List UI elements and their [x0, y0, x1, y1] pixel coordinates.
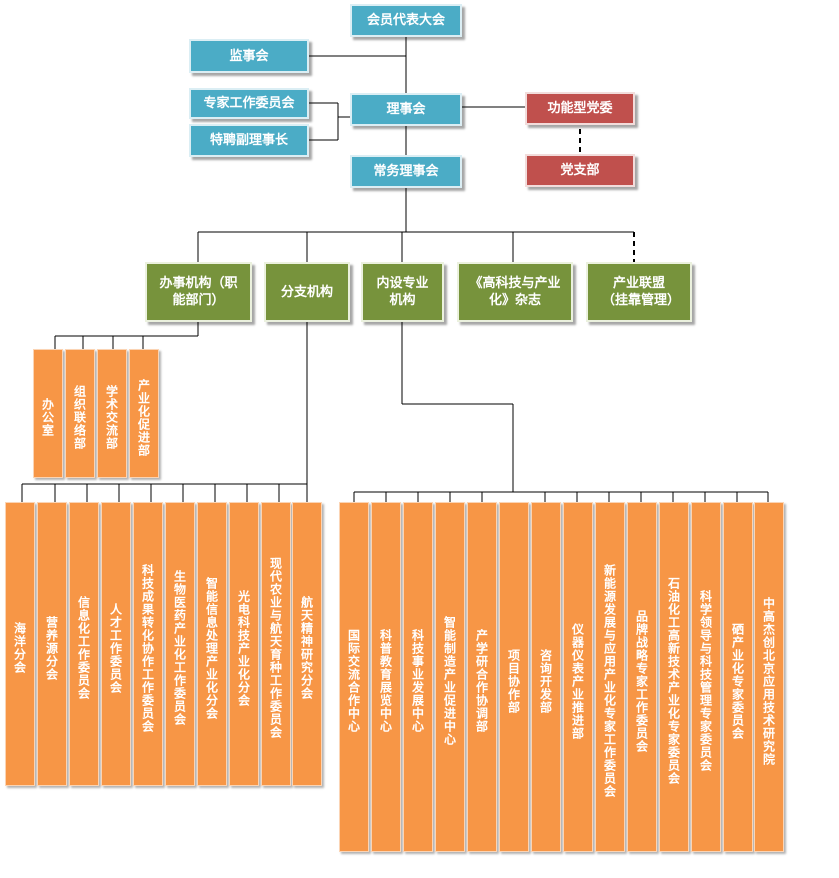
internal-unit-label: 新能源发展与应用产业化专家工作委员会 — [602, 564, 617, 798]
internal-unit-box: 中高杰创北京应用技术研究院 — [754, 502, 784, 852]
branch-unit-box: 现代农业与航天育种工作委员会 — [261, 502, 291, 786]
admin-dept-label: 学术交流部 — [104, 385, 119, 450]
admin-category-box: 办事机构（职能部门） — [145, 262, 252, 322]
internal-unit-box: 项目协作部 — [499, 502, 529, 852]
council-box: 理事会 — [350, 93, 462, 126]
branch-unit-label: 人才工作委员会 — [108, 602, 123, 694]
supervisors-box: 监事会 — [189, 39, 309, 73]
branch-unit-label: 光电科技产业化分会 — [236, 589, 251, 707]
branch-unit-label: 航天精神研究分会 — [299, 596, 314, 700]
internal-unit-box: 国际交流合作中心 — [339, 502, 369, 852]
vice-chair-label: 特聘副理事长 — [209, 133, 288, 148]
admin-dept-label: 产业化促进部 — [136, 378, 151, 457]
expert-committee-box: 专家工作委员会 — [189, 88, 309, 119]
branch-unit-label: 信息化工作委员会 — [76, 596, 91, 700]
branch-unit-box: 海洋分会 — [5, 502, 35, 786]
internal-category-box: 内设专业机构 — [361, 262, 444, 322]
party-committee-box: 功能型党委 — [525, 92, 635, 125]
alliance-category-box: 产业联盟（挂靠管理） — [586, 262, 692, 322]
admin-dept-box: 学术交流部 — [97, 349, 127, 478]
branches-category-label: 分支机构 — [280, 284, 333, 300]
branch-unit-label: 智能信息处理产业化分会 — [204, 576, 219, 720]
internal-unit-label: 中高杰创北京应用技术研究院 — [761, 596, 776, 766]
branch-unit-box: 智能信息处理产业化分会 — [197, 502, 227, 786]
admin-category-label: 办事机构（职能部门） — [159, 276, 238, 308]
internal-unit-box: 仪器仪表产业推进部 — [563, 502, 593, 852]
internal-unit-label: 科技事业发展中心 — [410, 629, 425, 733]
branch-unit-box: 营养源分会 — [37, 502, 67, 786]
internal-unit-box: 智能制造产业促进中心 — [435, 502, 465, 852]
branch-unit-box: 人才工作委员会 — [101, 502, 131, 786]
admin-dept-label: 组织联络部 — [72, 385, 87, 450]
standing-council-label: 常务理事会 — [373, 164, 439, 179]
internal-unit-box: 硒产业化专家委员会 — [723, 502, 753, 852]
internal-unit-label: 硒产业化专家委员会 — [730, 622, 745, 740]
branch-unit-label: 营养源分会 — [44, 615, 59, 681]
internal-unit-label: 科学领导与科技管理专家委员会 — [698, 590, 713, 772]
branch-unit-label: 生物医药产业化工作委员会 — [172, 570, 187, 726]
internal-unit-box: 石油化工高新技术产业化专家委员会 — [659, 502, 689, 852]
internal-unit-label: 品牌战略专家工作委员会 — [634, 609, 649, 753]
internal-unit-label: 产学研合作协调部 — [474, 629, 489, 733]
internal-unit-box: 科普教育展览中心 — [371, 502, 401, 852]
internal-unit-box: 科技事业发展中心 — [403, 502, 433, 852]
internal-unit-label: 仪器仪表产业推进部 — [570, 622, 585, 740]
internal-unit-box: 新能源发展与应用产业化专家工作委员会 — [595, 502, 625, 852]
alliance-category-label: 产业联盟（挂靠管理） — [602, 276, 681, 308]
admin-dept-label: 办公室 — [40, 398, 55, 437]
admin-dept-box: 产业化促进部 — [129, 349, 159, 478]
admin-dept-box: 办公室 — [33, 349, 63, 478]
branch-unit-box: 科技成果转化协作工作委员会 — [133, 502, 163, 786]
admin-dept-box: 组织联络部 — [65, 349, 95, 478]
internal-unit-label: 智能制造产业促进中心 — [442, 616, 457, 746]
congress-box: 会员代表大会 — [350, 4, 462, 37]
internal-unit-label: 石油化工高新技术产业化专家委员会 — [666, 577, 681, 785]
party-branch-box: 党支部 — [525, 154, 635, 187]
internal-unit-label: 科普教育展览中心 — [378, 629, 393, 733]
council-label: 理事会 — [386, 102, 426, 117]
branch-unit-box: 航天精神研究分会 — [292, 502, 322, 786]
branches-category-box: 分支机构 — [264, 262, 350, 322]
party-branch-label: 党支部 — [560, 163, 600, 178]
internal-unit-label: 国际交流合作中心 — [346, 629, 361, 733]
branch-unit-label: 现代农业与航天育种工作委员会 — [268, 557, 283, 739]
internal-unit-label: 咨询开发部 — [538, 648, 553, 714]
standing-council-box: 常务理事会 — [350, 155, 462, 188]
party-committee-label: 功能型党委 — [547, 101, 613, 116]
magazine-category-label: 《高科技与产业化》杂志 — [469, 276, 561, 308]
congress-label: 会员代表大会 — [366, 13, 445, 28]
branch-unit-box: 光电科技产业化分会 — [229, 502, 259, 786]
internal-unit-box: 产学研合作协调部 — [467, 502, 497, 852]
branch-unit-label: 科技成果转化协作工作委员会 — [140, 563, 155, 733]
expert-committee-label: 专家工作委员会 — [203, 96, 295, 111]
internal-unit-box: 科学领导与科技管理专家委员会 — [691, 502, 721, 852]
branch-unit-box: 生物医药产业化工作委员会 — [165, 502, 195, 786]
branch-unit-box: 信息化工作委员会 — [69, 502, 99, 786]
internal-unit-box: 品牌战略专家工作委员会 — [627, 502, 657, 852]
supervisors-label: 监事会 — [229, 48, 269, 64]
branch-unit-label: 海洋分会 — [12, 622, 27, 674]
vice-chair-box: 特聘副理事长 — [189, 124, 309, 157]
internal-unit-box: 咨询开发部 — [531, 502, 561, 852]
internal-category-label: 内设专业机构 — [376, 276, 429, 308]
internal-unit-label: 项目协作部 — [506, 648, 521, 714]
magazine-category-box: 《高科技与产业化》杂志 — [457, 262, 573, 322]
